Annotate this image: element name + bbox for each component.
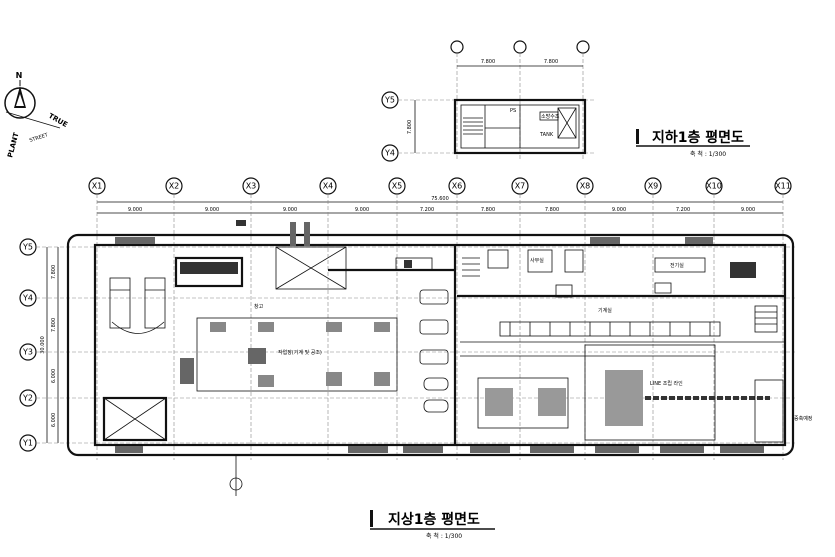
svg-text:7.200: 7.200 — [420, 207, 434, 213]
east-upper-rooms: 사무실 전기실 기계실 — [457, 249, 785, 314]
svg-text:X10: X10 — [706, 182, 722, 191]
svg-text:6.000: 6.000 — [51, 369, 57, 383]
room-label-storage: 창고 — [254, 303, 264, 310]
north-letter: N — [16, 71, 23, 80]
svg-text:7.800: 7.800 — [51, 265, 57, 279]
ground-col-axes: X1 X2 X3 X4 X5 X6 X7 X8 X9 X10 X11 — [88, 177, 792, 195]
basement-dim-1: 7.800 — [481, 59, 495, 65]
trucks — [419, 289, 449, 413]
svg-text:X9: X9 — [648, 182, 659, 191]
basement-stair — [463, 117, 483, 135]
main-hall: 작업장(기계 및 공조) 창고 — [180, 303, 398, 392]
svg-text:X6: X6 — [452, 182, 463, 191]
svg-text:X2: X2 — [169, 182, 180, 191]
basement-top-axes: 7.800 7.800 — [450, 40, 590, 160]
svg-text:X7: X7 — [515, 182, 526, 191]
basement-plan-title: 지하1층 평면도 — [652, 129, 744, 146]
svg-text:X3: X3 — [246, 182, 257, 191]
svg-text:X11: X11 — [775, 182, 791, 191]
svg-text:7.800: 7.800 — [545, 207, 559, 213]
basement-plan: 7.800 7.800 Y5 Y4 7.800 PS 소방수조 TAN — [381, 40, 750, 162]
svg-text:X1: X1 — [92, 182, 103, 191]
svg-text:9.000: 9.000 — [741, 207, 755, 213]
basement-axis-y4-label: Y4 — [384, 149, 395, 158]
svg-text:Y5: Y5 — [22, 243, 33, 252]
svg-text:7.200: 7.200 — [676, 207, 690, 213]
basement-plan-scale: 축 척 : 1/300 — [690, 150, 726, 158]
top-equipment — [174, 220, 455, 290]
svg-text:9.000: 9.000 — [283, 207, 297, 213]
assembly-line — [460, 305, 785, 357]
west-bay — [102, 277, 168, 442]
east-lower-machines: LINE 조립 라인 증축예정 — [477, 344, 812, 443]
room-label-note: 증축예정 — [794, 415, 812, 422]
svg-text:7.800: 7.800 — [481, 207, 495, 213]
svg-text:9.000: 9.000 — [612, 207, 626, 213]
ground-grid — [36, 194, 795, 460]
svg-text:9.000: 9.000 — [128, 207, 142, 213]
basement-room-ps: PS — [510, 108, 516, 114]
ground-plan-scale: 축 척 : 1/300 — [426, 532, 462, 540]
ground-row-axes: Y5 Y4 Y3 Y2 Y1 — [19, 238, 37, 452]
svg-text:X8: X8 — [580, 182, 591, 191]
ground-plan-title: 지상1층 평면도 — [388, 511, 480, 528]
room-label-hall: 작업장(기계 및 공조) — [278, 349, 322, 356]
room-label-mech: 기계실 — [598, 307, 612, 314]
true-label: TRUE — [47, 112, 69, 129]
basement-dim-2: 7.800 — [544, 59, 558, 65]
basement-side-dim: 7.800 — [407, 120, 413, 134]
svg-text:9.000: 9.000 — [355, 207, 369, 213]
room-label-elec: 전기실 — [670, 262, 684, 269]
basement-room-tank2: TANK — [539, 132, 554, 138]
svg-text:30.000: 30.000 — [40, 336, 46, 354]
windows — [115, 237, 764, 453]
basement-axis-y5-label: Y5 — [384, 96, 395, 105]
room-label-line: LINE 조립 라인 — [650, 380, 683, 387]
ground-plan: X1 X2 X3 X4 X5 X6 X7 X8 X9 X10 X11 75.60… — [19, 177, 812, 540]
svg-text:X5: X5 — [392, 182, 403, 191]
basement-room-tank: 소방수조 — [541, 113, 560, 120]
svg-text:9.000: 9.000 — [205, 207, 219, 213]
svg-text:Y1: Y1 — [22, 439, 33, 448]
plant-label: PLANT — [6, 131, 20, 158]
svg-text:Y4: Y4 — [22, 294, 33, 303]
room-label-office: 사무실 — [530, 257, 544, 264]
ground-dimensions: 75.600 9.000 9.000 9.000 9.000 7.200 7.8… — [40, 196, 783, 443]
north-arrow: N PLANT TRUE STREET — [4, 71, 69, 159]
svg-text:6.000: 6.000 — [51, 413, 57, 427]
svg-text:X4: X4 — [323, 182, 334, 191]
svg-text:Y2: Y2 — [22, 394, 33, 403]
overall-dim: 75.600 — [431, 196, 449, 202]
svg-text:Y3: Y3 — [22, 348, 33, 357]
svg-text:7.800: 7.800 — [51, 318, 57, 332]
street-label: STREET — [29, 132, 50, 144]
